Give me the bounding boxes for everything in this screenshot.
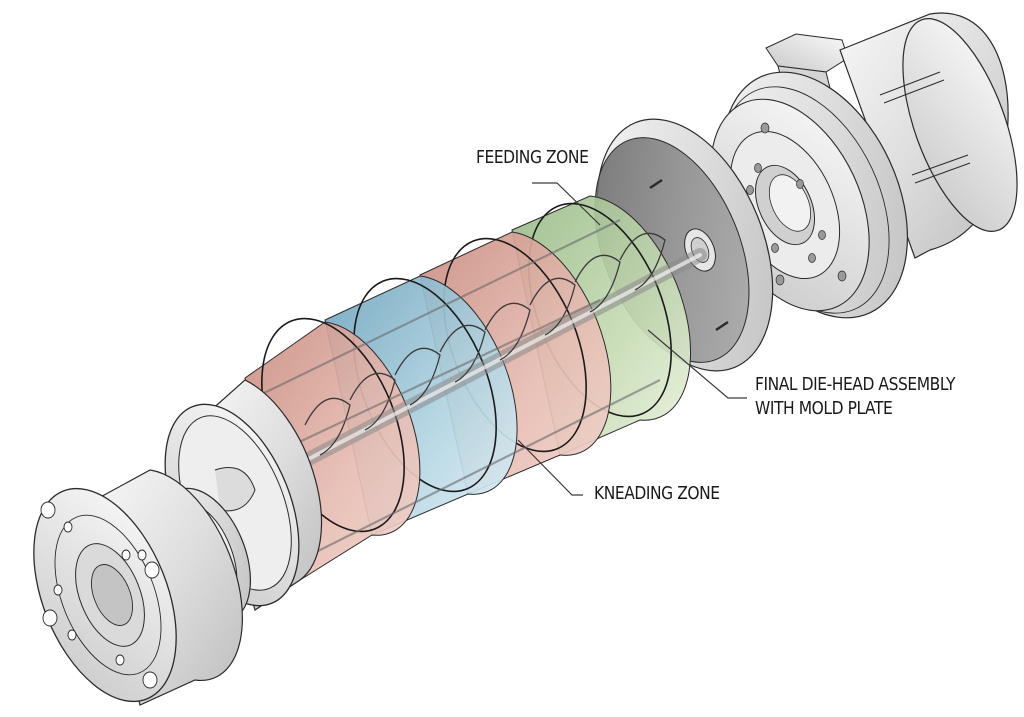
final-die-head-label-line-2: WITH MOLD PLATE	[755, 398, 893, 419]
leader-lines	[517, 182, 747, 496]
flange-bolt-holes	[40, 501, 160, 689]
spline-bore	[91, 564, 133, 626]
leader-kneading-zone	[517, 439, 583, 496]
leader-die-head	[647, 329, 747, 399]
end-flange	[33, 469, 243, 706]
barrel	[164, 195, 707, 611]
final-die-head-label-line-1: FINAL DIE-HEAD ASSEMBLY	[755, 374, 956, 395]
final-die-head-label: FINAL DIE-HEAD ASSEMBLY WITH MOLD PLATE	[755, 373, 955, 421]
barrel-end-cap	[164, 379, 323, 611]
screw-flights	[304, 232, 666, 456]
leader-feeding-zone	[532, 182, 601, 226]
motor-gearbox	[710, 12, 1018, 319]
kneading-zone-label: KNEADING ZONE	[594, 483, 720, 504]
feeding-zone-label: FEEDING ZONE	[476, 147, 589, 168]
motor-bolt-holes	[746, 122, 847, 286]
